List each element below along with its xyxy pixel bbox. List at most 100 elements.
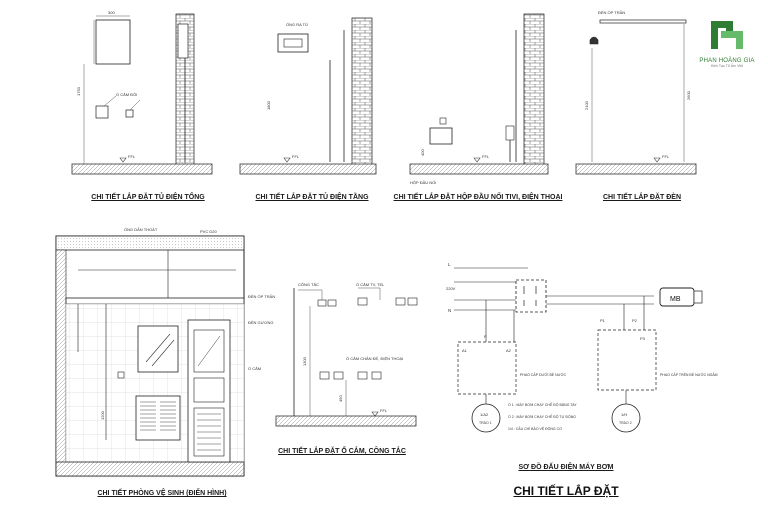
dim-1750: 1750 bbox=[76, 86, 81, 96]
label-p3: P3 bbox=[640, 336, 646, 341]
label-l: L bbox=[448, 262, 451, 267]
wall-brick bbox=[351, 17, 373, 167]
vanity-louvers bbox=[140, 401, 176, 431]
detail-main-panel: 300 1750 Ổ CẮM ĐÔI FFL bbox=[71, 10, 213, 175]
socket-low-2 bbox=[333, 371, 344, 380]
label-ffl-4: FFL bbox=[662, 154, 670, 159]
label-ffl-1: FFL bbox=[128, 154, 136, 159]
left-wall bbox=[55, 249, 67, 477]
label-phao-1: PHAO CẤP DƯỚI BỂ NƯỚC bbox=[520, 372, 567, 377]
supply-lines bbox=[454, 267, 654, 311]
detail-pump-wiring: L N 220V MB P A1 A2 P1 P2 P3 PHAO CẤP DƯ… bbox=[446, 262, 718, 433]
label-den-sat-tran: ĐÈN ỐP TRẦN bbox=[598, 10, 625, 15]
wall-switch bbox=[117, 371, 125, 379]
note-3: 1/4 : CẦU CHÌ BẢO VỆ ĐỘNG CƠ bbox=[508, 426, 562, 431]
floor-slab bbox=[275, 415, 417, 427]
floor-slab bbox=[71, 163, 213, 175]
caption-main-panel: CHI TIẾT LẮP ĐẶT TỦ ĐIỆN TỔNG bbox=[91, 194, 205, 201]
label-double-socket: Ổ CẮM ĐÔI bbox=[116, 92, 137, 97]
label-p1: P1 bbox=[600, 318, 606, 323]
detail-bathroom: PVC D20 ỐNG DẪN THOÁT ĐÈN ỐP TRẦN ĐÈN GƯ… bbox=[55, 227, 275, 477]
mirror-glare bbox=[145, 333, 175, 367]
label-p2: P2 bbox=[632, 318, 638, 323]
breaker-box bbox=[515, 279, 547, 313]
caption-floor-panel: CHI TIẾT LẮP ĐẶT TỦ ĐIỆN TẦNG bbox=[255, 194, 369, 201]
caption-pump: SƠ ĐỒ ĐẤU ĐIỆN MÁY BƠM bbox=[518, 464, 614, 471]
panel-box bbox=[95, 19, 131, 65]
floor-slab bbox=[409, 163, 549, 175]
socket-1 bbox=[357, 297, 368, 306]
detail-floor-panel: 1800 ỐNG RA TỦ FFL bbox=[239, 17, 377, 175]
caption-tv-box: CHI TIẾT LẮP ĐẶT HỘP ĐẦU NỐI TIVI, ĐIỆN … bbox=[393, 194, 563, 201]
conduit-line bbox=[329, 30, 345, 162]
socket-low-4 bbox=[371, 371, 382, 380]
socket-low-3 bbox=[357, 371, 368, 380]
label-p: P bbox=[484, 334, 487, 339]
label-n: N bbox=[448, 308, 451, 313]
door-panel-mid bbox=[193, 377, 225, 403]
label-ong-dan-thoat: ỐNG DẪN THOÁT bbox=[124, 227, 158, 232]
conduit-lines bbox=[77, 250, 236, 440]
label-ong-ra: ỐNG RA TỦ bbox=[286, 22, 308, 27]
socket-box bbox=[95, 105, 109, 119]
motor-1-sub: TRÁO 1 bbox=[479, 421, 492, 425]
panel-door bbox=[283, 38, 303, 48]
label-hop-dau-noi: HỘP ĐẦU NỐI bbox=[410, 180, 436, 185]
dim-1800: 1800 bbox=[266, 100, 271, 110]
label-den-guong: ĐÈN GƯƠNG bbox=[248, 320, 274, 325]
socket-box-small bbox=[439, 117, 447, 125]
note-1: Ổ 1 : MÁY BƠM CHẠY CHẾ ĐỘ BẰNG TAY bbox=[508, 402, 577, 407]
wall-brick bbox=[523, 13, 545, 167]
company-logo: PHAN HOÀNG GIA Kiến Tạo Tổ Ấm Việt bbox=[690, 18, 764, 74]
switch-leader bbox=[298, 289, 323, 302]
wall-box bbox=[177, 23, 189, 59]
label-ffl-3: FFL bbox=[482, 154, 490, 159]
ffl-marker bbox=[119, 157, 127, 163]
detail-tv-box: 400 HỘP ĐẦU NỐI FFL bbox=[409, 13, 549, 185]
dim-2100: 2100 bbox=[584, 100, 589, 110]
float-switch-1 bbox=[471, 403, 501, 433]
switch-2 bbox=[327, 299, 337, 307]
socket-low-1 bbox=[319, 371, 330, 380]
socket-2 bbox=[395, 297, 406, 306]
socket-3 bbox=[407, 297, 418, 306]
pump-motor-fan bbox=[693, 290, 703, 304]
dimension-lines bbox=[591, 24, 685, 162]
logo-name: PHAN HOÀNG GIA bbox=[699, 58, 755, 64]
ffl-marker bbox=[283, 157, 291, 163]
control-box-1 bbox=[457, 341, 517, 395]
note-2: Ổ 2 : MÁY BƠM CHẠY CHẾ ĐỘ TỰ ĐỘNG bbox=[508, 414, 576, 419]
label-ffl-2: FFL bbox=[292, 154, 300, 159]
ceiling-line bbox=[599, 19, 687, 24]
logo-tagline: Kiến Tạo Tổ Ấm Việt bbox=[710, 64, 744, 68]
wall-socket bbox=[505, 125, 515, 141]
wall-lamp bbox=[589, 36, 599, 45]
ceiling-slab bbox=[55, 235, 245, 251]
dimension-lines bbox=[83, 15, 130, 164]
floor-slab bbox=[575, 163, 697, 175]
dim-300: 300 bbox=[108, 10, 115, 15]
motor-2-label: 1/H bbox=[621, 412, 627, 417]
sheet-title: CHI TIẾT LẮP ĐẶT bbox=[513, 484, 619, 498]
caption-bathroom: CHI TIẾT PHÒNG VỆ SINH (ĐIỂN HÌNH) bbox=[97, 490, 227, 497]
ffl-marker bbox=[371, 411, 379, 417]
dim-450: 450 bbox=[338, 395, 343, 402]
ffl-marker bbox=[473, 157, 481, 163]
conduit-line bbox=[509, 30, 517, 162]
junction-box bbox=[429, 127, 453, 145]
label-pvc: PVC D20 bbox=[200, 229, 217, 234]
label-ffl-6: FFL bbox=[380, 408, 388, 413]
false-ceiling bbox=[65, 297, 245, 305]
float-switch-2 bbox=[611, 403, 641, 433]
socket-box-small bbox=[125, 109, 134, 118]
motor-1-label: 1/A2 bbox=[480, 412, 489, 417]
switch-1 bbox=[317, 299, 327, 307]
door-glass-glare bbox=[197, 335, 221, 367]
leader-lines bbox=[103, 95, 141, 111]
label-o-cam-tv: Ổ CẮM TV, TEL bbox=[356, 282, 385, 287]
dimension-lines bbox=[309, 306, 347, 416]
label-220v: 220V bbox=[446, 286, 456, 291]
door-louvers bbox=[197, 413, 221, 451]
dim-2600: 2600 bbox=[686, 90, 691, 100]
floor-slab bbox=[55, 461, 245, 477]
